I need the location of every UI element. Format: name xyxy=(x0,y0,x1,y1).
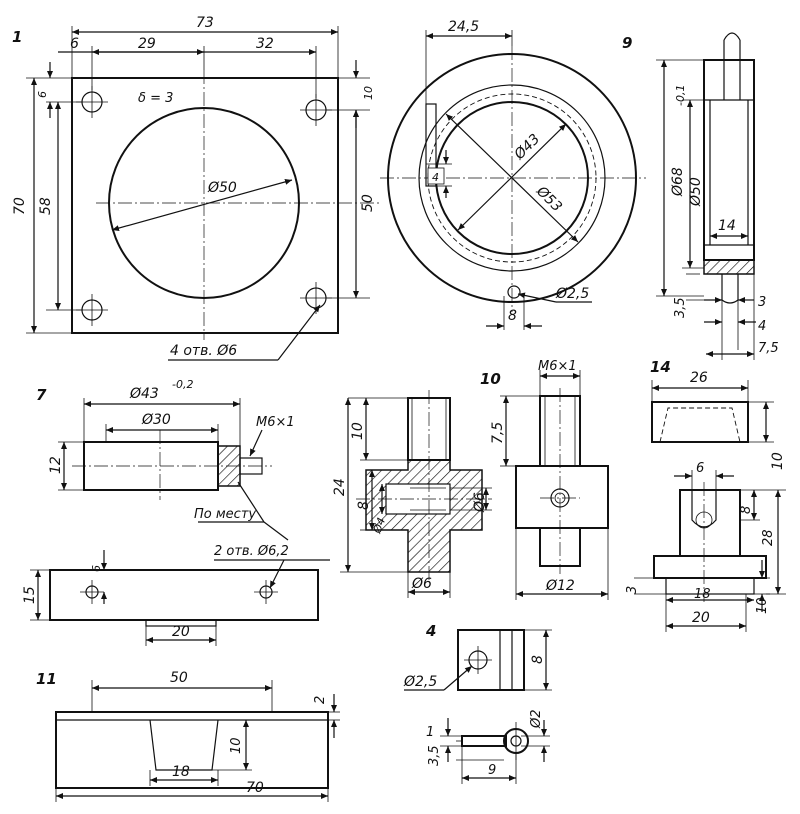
dim-10-bottom: 10 xyxy=(755,597,770,614)
dim-20: 20 xyxy=(692,610,710,626)
pulley-hub xyxy=(703,259,755,275)
dim-32: 32 xyxy=(256,36,274,52)
dim-10: 10 xyxy=(229,737,244,754)
part-9-ring: 9 Ø43 Ø53 24,5 4 Ø2,5 8 xyxy=(380,19,646,330)
dim-8: 8 xyxy=(739,506,754,514)
part-7: 7 Ø43 -0,2 Ø30 12 M6×1 По месту xyxy=(22,378,330,646)
dim-diam-50: Ø50 xyxy=(207,180,237,196)
part-number-11: 11 xyxy=(36,670,57,688)
dim-6: 6 xyxy=(70,36,79,52)
dim-tol-0-2: -0,2 xyxy=(172,378,193,391)
part-4-body xyxy=(457,629,525,691)
dim-6-vertical: 6 xyxy=(36,91,49,98)
dim-6-slot: 6 xyxy=(696,461,704,476)
dim-diam-43: Ø43 xyxy=(129,386,159,402)
dim-28: 28 xyxy=(761,529,776,546)
part-11: 11 50 2 10 18 70 xyxy=(36,670,340,802)
dim-24: 24 xyxy=(332,478,348,496)
dim-7-5: 7,5 xyxy=(490,422,506,444)
dim-12: 12 xyxy=(48,456,64,474)
dim-4: 4 xyxy=(432,171,439,184)
dim-8: 8 xyxy=(508,308,517,324)
dim-10: 10 xyxy=(770,452,786,470)
ring-small-hole xyxy=(507,285,521,299)
dim-50: 50 xyxy=(170,670,188,686)
holes-callout-7: 2 отв. Ø6,2 xyxy=(214,544,289,559)
dim-24-5: 24,5 xyxy=(448,19,479,35)
dim-10: 10 xyxy=(362,86,375,100)
dim-3: 3 xyxy=(625,586,640,594)
part-number-7: 7 xyxy=(36,386,47,404)
part-number-10: 10 xyxy=(480,370,501,388)
holes-callout: 4 отв. Ø6 xyxy=(170,343,237,359)
dim-26: 26 xyxy=(690,370,708,386)
note-po-mestu: По месту xyxy=(194,507,256,522)
part-1-plate: 1 Ø50 δ = 3 73 6 29 32 70 xyxy=(12,15,380,361)
dim-70: 70 xyxy=(12,197,28,215)
dim-9: 9 xyxy=(488,763,496,778)
part-4: 4 Ø2,5 8 1 3,5 Ø2 xyxy=(403,622,552,784)
part-number-14: 14 xyxy=(650,358,671,376)
dim-14: 14 xyxy=(718,218,736,234)
dim-diam-30: Ø30 xyxy=(141,412,171,428)
dim-6: 6 xyxy=(90,565,103,572)
dim-diam-2-5: Ø2,5 xyxy=(555,286,589,302)
part-number-1: 1 xyxy=(12,28,22,46)
dim-29: 29 xyxy=(138,36,156,52)
dim-20: 20 xyxy=(172,624,190,640)
part-number-9: 9 xyxy=(622,34,632,52)
dim-10: 10 xyxy=(350,422,366,440)
dim-15: 15 xyxy=(22,586,38,604)
dim-diam-12: Ø12 xyxy=(545,578,575,594)
dim-18: 18 xyxy=(694,587,711,602)
part-7-bar xyxy=(49,569,319,621)
part-11-body xyxy=(55,711,329,789)
dim-diam-53: Ø53 xyxy=(532,183,564,215)
dim-3-5: 3,5 xyxy=(427,745,442,766)
dim-7-5: 7,5 xyxy=(758,341,779,356)
dim-1: 1 xyxy=(426,725,434,740)
dim-diam-6-right: Ø6 xyxy=(472,492,488,513)
dim-diam-2: Ø2 xyxy=(529,709,544,729)
dim-diam-6-bottom: Ø6 xyxy=(411,576,432,592)
part-10-block xyxy=(515,465,609,529)
part-number-4: 4 xyxy=(425,622,436,640)
dim-58: 58 xyxy=(38,197,54,215)
thread-m6x1: M6×1 xyxy=(538,359,577,374)
part-14-base xyxy=(653,555,767,579)
dim-8: 8 xyxy=(530,655,546,664)
dim-diam-50-side: Ø50 xyxy=(688,177,704,207)
dim-8: 8 xyxy=(356,501,372,510)
dim-3: 3 xyxy=(758,295,766,310)
dim-50: 50 xyxy=(360,194,376,212)
dim-18: 18 xyxy=(172,764,190,780)
dim-73: 73 xyxy=(196,15,214,31)
dim-diam-2-5: Ø2,5 xyxy=(403,674,437,690)
dim-3-5: 3,5 xyxy=(673,297,688,318)
dim-diam-4: Ø4 xyxy=(370,516,388,536)
thickness-label: δ = 3 xyxy=(138,91,173,106)
dim-tol-0-1: -0,1 xyxy=(674,85,687,106)
part-14-block xyxy=(651,401,749,443)
part-9-side-view: Ø68 Ø50 -0,1 14 3 4 7,5 3,5 xyxy=(656,32,779,360)
dim-diam-43: Ø43 xyxy=(511,131,543,163)
dim-70: 70 xyxy=(246,780,264,796)
dim-2: 2 xyxy=(313,696,328,704)
part-14: 14 26 10 6 8 28 xyxy=(625,358,786,632)
dim-diam-68: Ø68 xyxy=(670,167,686,197)
thread-m6x1: M6×1 xyxy=(256,415,295,430)
part-10: 10 M6×1 7,5 Ø12 xyxy=(480,359,609,600)
dim-4-side: 4 xyxy=(758,319,766,334)
part-cross-section: 24 10 8 Ø4 Ø6 Ø6 xyxy=(332,390,492,598)
plate-outline xyxy=(71,77,339,334)
